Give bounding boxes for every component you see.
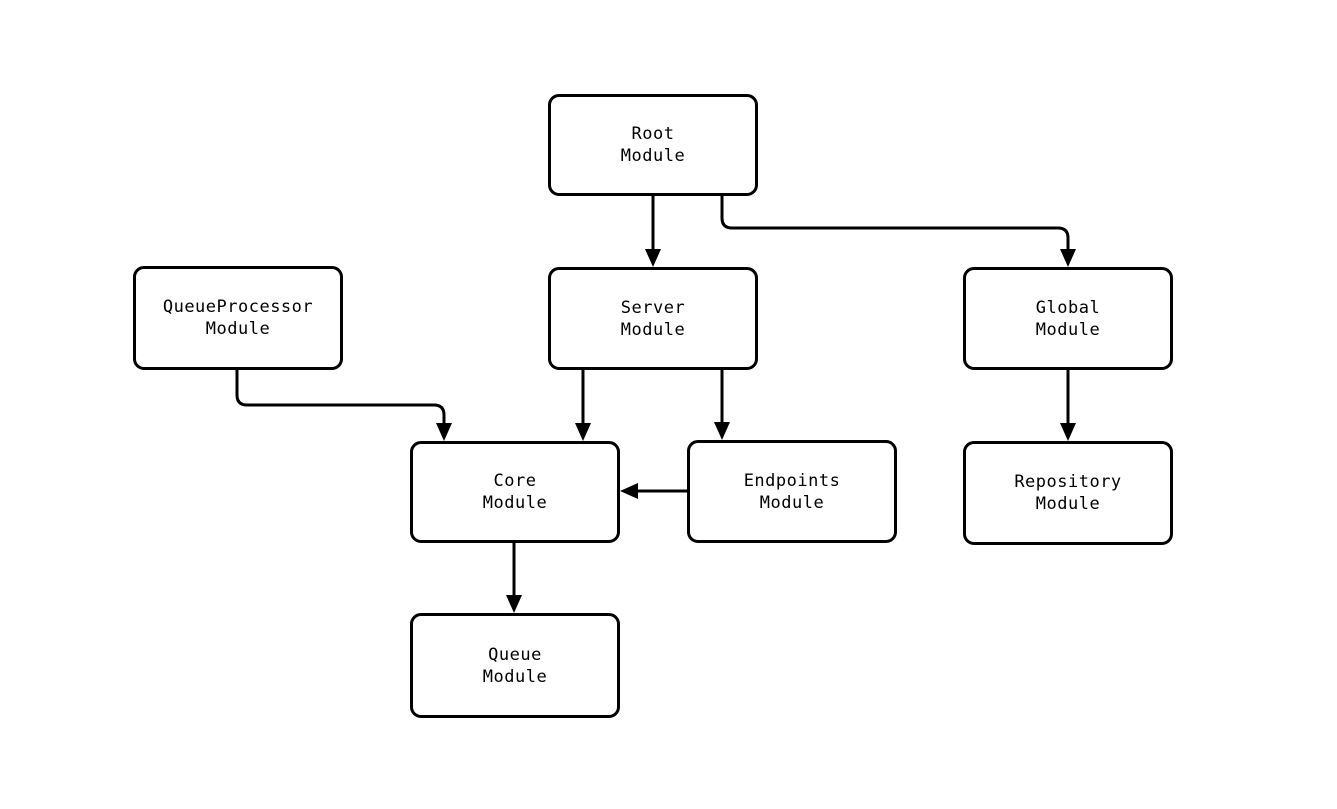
node-label-suffix: Module xyxy=(482,666,548,687)
arrowhead-core-to-queue xyxy=(506,595,522,613)
node-label-suffix: Module xyxy=(620,146,686,166)
node-label-suffix: Module xyxy=(620,319,686,340)
node-label-name: Root xyxy=(631,124,675,144)
node-label-name: QueueProcessor xyxy=(162,297,314,317)
edge-queueprocessor-to-core xyxy=(235,370,446,432)
node-label-name: Global xyxy=(1035,297,1101,318)
arrowhead-endpoints-to-core xyxy=(620,483,638,499)
node-label-name: Repository xyxy=(1014,472,1122,492)
arrowhead-queueprocessor-to-core xyxy=(436,423,452,441)
node-label-name: Core xyxy=(493,471,537,491)
edges-group xyxy=(235,196,1070,604)
node-label-suffix: Module xyxy=(205,319,271,339)
arrowhead-root-to-server xyxy=(645,249,661,267)
node-label-name: Endpoints xyxy=(743,470,841,491)
node-label-suffix: Module xyxy=(759,492,825,513)
node-label-suffix: Module xyxy=(482,493,548,513)
arrowhead-server-to-endpoints xyxy=(714,422,730,440)
node-label-suffix: Module xyxy=(1035,319,1101,340)
arrowhead-server-to-core xyxy=(575,423,591,441)
edge-root-to-global xyxy=(720,196,1070,258)
arrowheads-group xyxy=(436,249,1076,613)
node-label-name: Queue xyxy=(488,644,542,665)
arrowhead-root-to-global xyxy=(1060,249,1076,267)
node-label-suffix: Module xyxy=(1035,494,1101,514)
node-label-name: Server xyxy=(620,297,686,318)
arrowhead-global-to-repository xyxy=(1060,423,1076,441)
